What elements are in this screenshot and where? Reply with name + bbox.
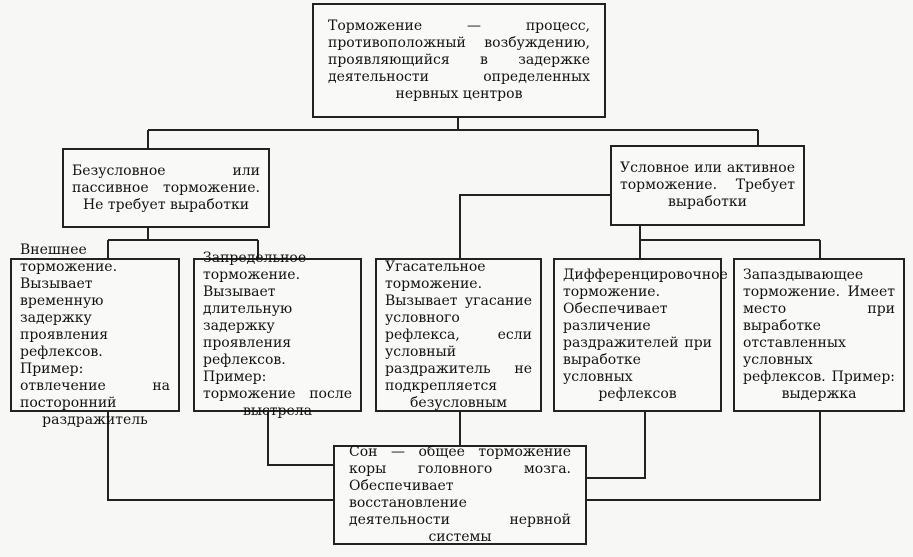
unconditioned-box: Безусловное или пассивное торможение. Не…	[62, 148, 270, 228]
conditioned-text: Условное или активное торможение. Требуе…	[620, 160, 795, 210]
type-text: Угасательное торможение. Вызывает угасан…	[385, 258, 532, 411]
root-text: Торможение — процесс, противоположный во…	[328, 18, 590, 102]
conditioned-box: Условное или активное торможение. Требуе…	[610, 145, 805, 226]
delayed-inhibition-box: Запаздывающее торможение. Имеет место пр…	[733, 258, 905, 412]
extinction-inhibition-box: Угасательное торможение. Вызывает угасан…	[375, 258, 542, 412]
differential-inhibition-box: Дифференцировочное торможение. Обеспечив…	[553, 258, 728, 412]
external-inhibition-box: Внешнее торможение. Вызывает временную з…	[10, 242, 180, 428]
type-text: Внешнее торможение. Вызывает временную з…	[20, 241, 170, 428]
type-text: Дифференцировочное торможение. Обеспечив…	[563, 267, 728, 402]
type-text: Запредельное торможение. Вызывает длител…	[203, 250, 352, 419]
unconditioned-text: Безусловное или пассивное торможение. Не…	[72, 162, 260, 213]
root-box: Торможение — процесс, противоположный во…	[312, 3, 606, 118]
type-text: Запаздывающее торможение. Имеет место пр…	[743, 267, 895, 402]
transmarginal-inhibition-box: Запредельное торможение. Вызывает длител…	[193, 250, 362, 419]
sleep-box: Сон — общее торможение коры головного мо…	[333, 444, 587, 545]
sleep-text: Сон — общее торможение коры головного мо…	[349, 444, 571, 545]
